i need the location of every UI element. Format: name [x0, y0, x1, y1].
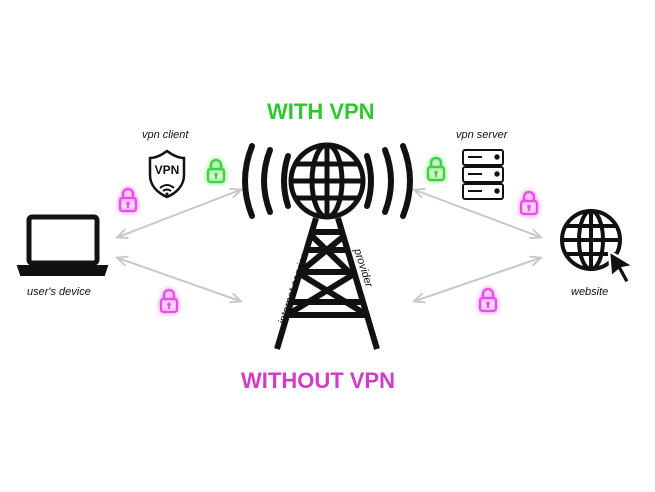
- arrow-isp-to-website-encrypted: [415, 190, 540, 237]
- lock-icon: [159, 288, 179, 314]
- arrow-isp-to-website-plain: [415, 258, 540, 301]
- arrow-device-to-isp-plain: [118, 258, 240, 301]
- vpn-client-label: vpn client: [142, 129, 189, 141]
- users-device-label: user's device: [27, 286, 91, 298]
- vpn-server-label: vpn server: [456, 129, 508, 141]
- without-vpn-heading: WITHOUT VPN: [241, 368, 395, 393]
- isp-tower-icon: [242, 142, 413, 350]
- vpn-shield-icon: [148, 149, 186, 199]
- server-icon: [462, 149, 504, 200]
- lock-icon: [118, 187, 138, 213]
- connection-arrows: [118, 190, 540, 301]
- lock-icon: [206, 158, 226, 184]
- with-vpn-heading: WITH VPN: [267, 99, 375, 124]
- vpn-badge-text: VPN: [155, 163, 180, 177]
- website-label: website: [571, 286, 609, 298]
- lock-icon: [519, 190, 539, 216]
- laptop-icon: [16, 214, 109, 276]
- lock-icon: [478, 287, 498, 313]
- globe-cursor-icon: [560, 209, 638, 286]
- lock-icon: [426, 156, 446, 182]
- arrow-device-to-isp-encrypted: [118, 190, 240, 237]
